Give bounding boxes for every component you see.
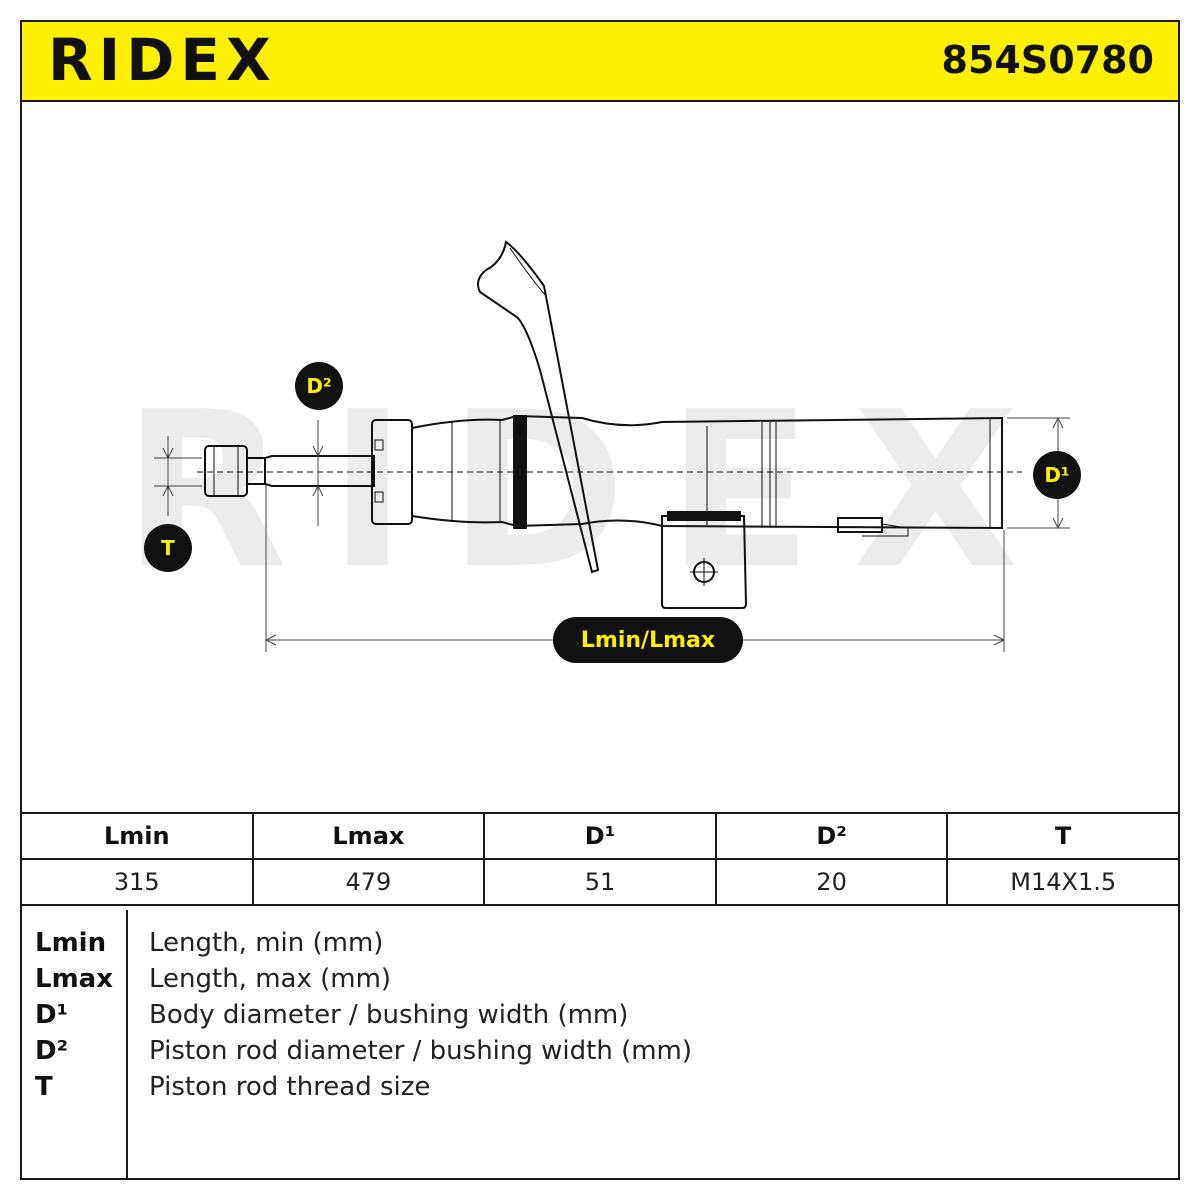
spec-value-d1: 51 (483, 858, 717, 906)
legend-box: Lmin Length, min (mm) Lmax Length, max (… (20, 910, 1180, 1180)
legend-key: D¹ (35, 1000, 68, 1030)
knuckle-bracket (661, 515, 748, 609)
spec-header-lmin: Lmin (20, 812, 254, 860)
spec-header-d1: D¹ (483, 812, 717, 860)
header-bar: RIDEX 854S0780 (22, 22, 1178, 102)
spec-value-lmax: 479 (251, 858, 486, 906)
badge-d2: D² (295, 362, 343, 410)
spec-table: Lmin Lmax D¹ D² T 315 479 51 20 M14X1.5 (20, 812, 1180, 906)
spec-value-d2: 20 (714, 858, 949, 906)
legend-key: Lmin (35, 928, 107, 958)
shock-absorber-drawing: RIDEX (22, 100, 1178, 812)
spec-header-lmax: Lmax (251, 812, 486, 860)
legend-divider (126, 910, 128, 1178)
sensor-tab (837, 517, 883, 533)
spec-value-lmin: 315 (20, 858, 254, 906)
watermark-text: RIDEX (122, 365, 1059, 616)
badge-length: Lmin/Lmax (553, 617, 743, 663)
body-tube (411, 414, 1003, 530)
legend-key: T (35, 1072, 53, 1102)
strut-outline (197, 240, 1022, 609)
legend-desc: Piston rod diameter / bushing width (mm) (149, 1036, 693, 1066)
legend-desc: Length, max (mm) (149, 964, 392, 994)
part-number: 854S0780 (941, 38, 1154, 82)
badge-d1: D¹ (1033, 451, 1081, 499)
legend-desc: Length, min (mm) (149, 928, 384, 958)
spring-plate (477, 240, 600, 574)
legend-key: D² (35, 1036, 68, 1066)
brand-logo: RIDEX (48, 26, 277, 94)
badge-t: T (144, 524, 192, 572)
spec-header-t: T (946, 812, 1180, 860)
technical-drawing-svg: RIDEX (122, 240, 1070, 652)
piston-rod (264, 455, 375, 487)
legend-desc: Piston rod thread size (149, 1072, 431, 1102)
spec-header-row: Lmin Lmax D¹ D² T (20, 812, 1180, 860)
spec-header-d2: D² (714, 812, 949, 860)
spec-value-t: M14X1.5 (946, 858, 1180, 906)
legend-key: Lmax (35, 964, 113, 994)
spec-value-row: 315 479 51 20 M14X1.5 (20, 858, 1180, 906)
legend-desc: Body diameter / bushing width (mm) (149, 1000, 629, 1030)
